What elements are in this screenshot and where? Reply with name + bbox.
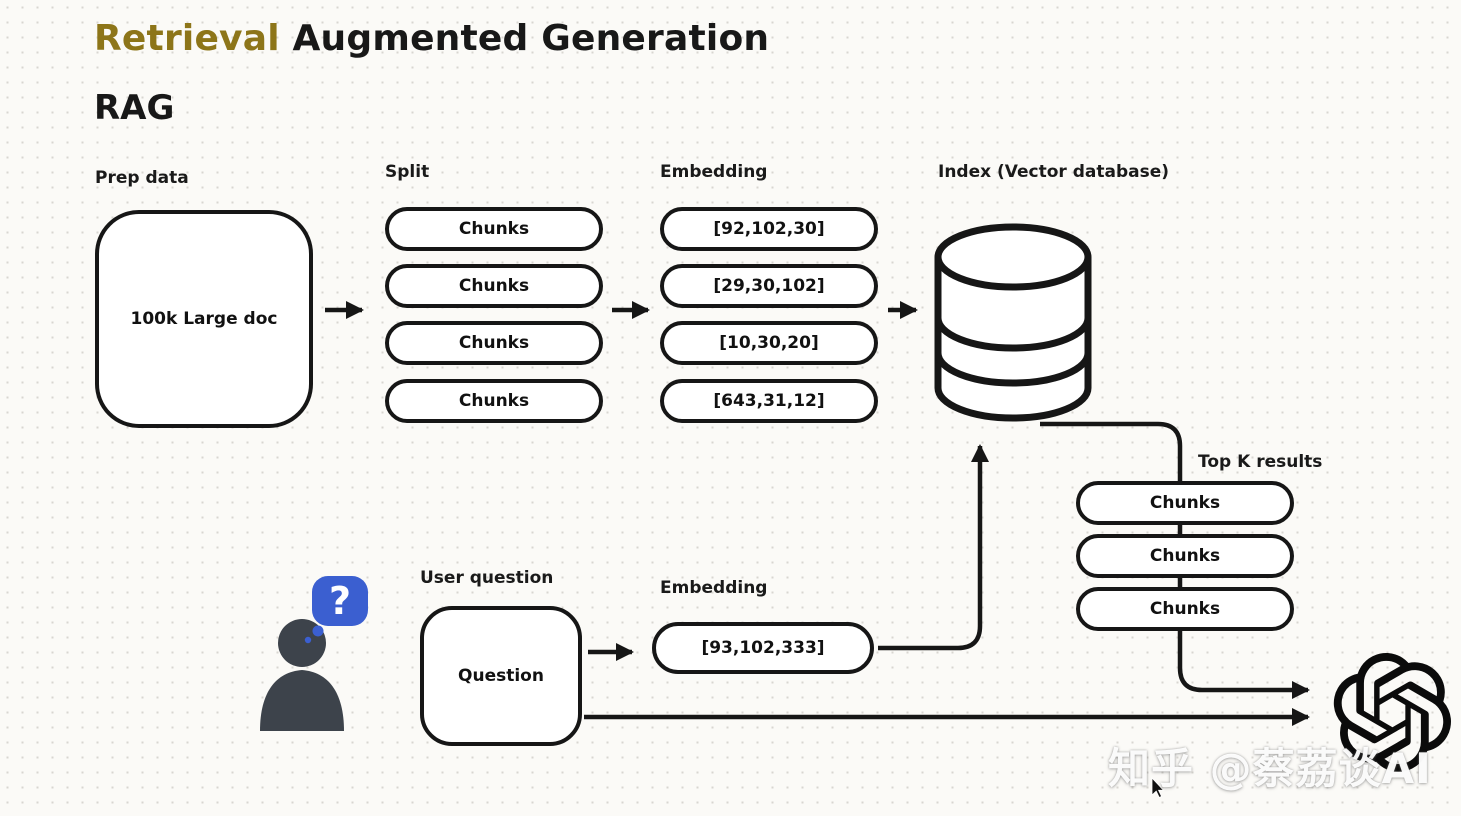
user-question-label: User question bbox=[420, 568, 554, 588]
topk-chunk-pill: Chunks bbox=[1076, 481, 1294, 525]
question-box: Question bbox=[420, 606, 582, 746]
split-chunk-pill: Chunks bbox=[385, 264, 603, 308]
title-highlight: Retrieval bbox=[94, 18, 280, 59]
split-chunk-pill: Chunks bbox=[385, 321, 603, 365]
question-bubble-icon: ? bbox=[304, 576, 368, 644]
embedding-vector-pill: [29,30,102] bbox=[660, 264, 878, 308]
embedding-vector-pill: [92,102,30] bbox=[660, 207, 878, 251]
page-subtitle: RAG bbox=[94, 88, 175, 128]
prep-data-label: Prep data bbox=[95, 168, 189, 188]
question-box-label: Question bbox=[458, 666, 544, 686]
large-doc-label: 100k Large doc bbox=[130, 309, 278, 329]
topk-label: Top K results bbox=[1198, 452, 1323, 472]
query-embedding-pill: [93,102,333] bbox=[652, 622, 874, 674]
topk-chunk-pill: Chunks bbox=[1076, 534, 1294, 578]
split-label: Split bbox=[385, 162, 430, 182]
watermark: 知乎 @蔡荔谈AI bbox=[1108, 744, 1432, 793]
user-icon bbox=[260, 619, 344, 731]
question-mark-glyph: ? bbox=[329, 579, 351, 623]
topk-chunk-pill: Chunks bbox=[1076, 587, 1294, 631]
title-rest: Augmented Generation bbox=[279, 18, 770, 59]
arrow-query-embedding-to-index bbox=[878, 444, 989, 651]
large-doc-box: 100k Large doc bbox=[95, 210, 313, 428]
embedding-vector-pill: [10,30,20] bbox=[660, 321, 878, 365]
index-label: Index (Vector database) bbox=[938, 162, 1170, 182]
split-chunk-pill: Chunks bbox=[385, 379, 603, 423]
query-embedding-label: Embedding bbox=[660, 578, 768, 598]
embedding-vector-pill: [643,31,12] bbox=[660, 379, 878, 423]
split-chunk-pill: Chunks bbox=[385, 207, 603, 251]
embedding-label: Embedding bbox=[660, 162, 768, 182]
database-icon bbox=[934, 223, 1092, 422]
page-title: Retrieval Augmented Generation bbox=[94, 18, 769, 59]
